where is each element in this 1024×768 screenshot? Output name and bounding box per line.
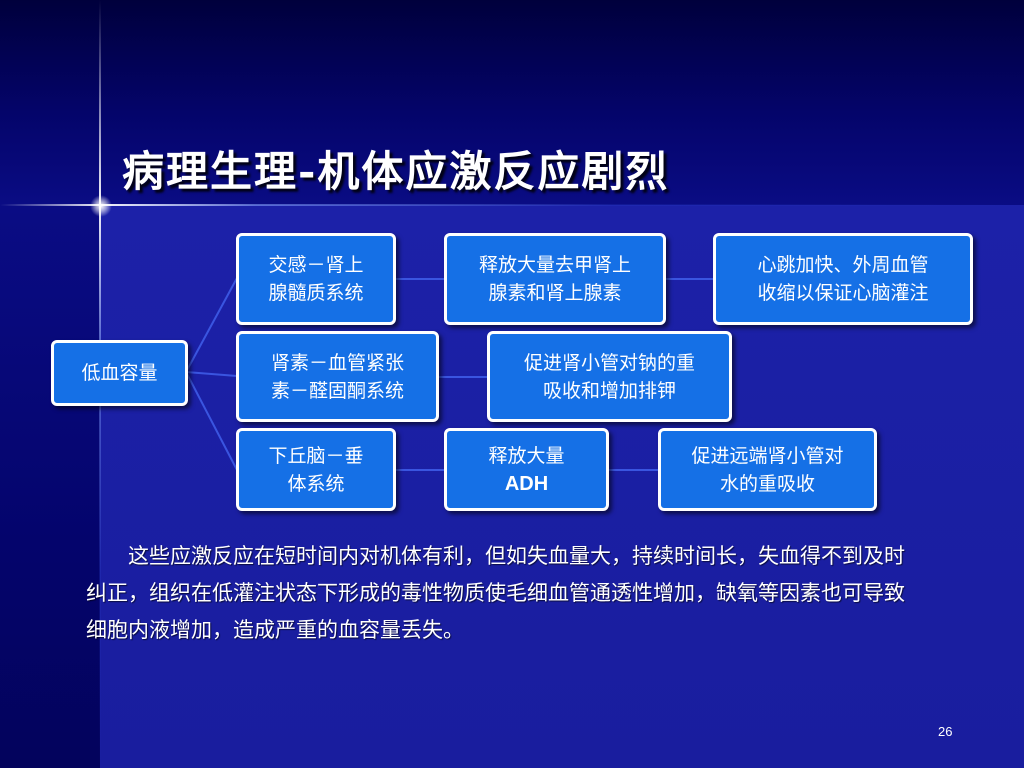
connector-root-branch-2 <box>185 371 238 377</box>
node-line: 下丘脑－垂 <box>268 444 364 467</box>
node-line: 水的重吸收 <box>719 472 815 495</box>
node-root-label: 低血容量 <box>81 362 158 384</box>
node-line: 释放大量去甲肾上 <box>478 254 631 276</box>
node-root-hypovolemia: 低血容量 <box>51 340 188 406</box>
left-band-background <box>0 205 100 768</box>
node-line: 促进远端肾小管对 <box>691 444 844 467</box>
connector-root-branch-1 <box>185 277 238 373</box>
header-background <box>0 0 1024 205</box>
node-renin-angiotensin-system: 肾素－血管紧张 素－醛固酮系统 <box>236 331 439 422</box>
node-sodium-reabsorption: 促进肾小管对钠的重 吸收和增加排钾 <box>487 331 732 422</box>
node-line: ADH <box>504 472 549 495</box>
node-line: 促进肾小管对钠的重 <box>523 351 695 374</box>
node-line: 心跳加快、外周血管 <box>757 254 929 276</box>
node-hypothalamus-pituitary-system: 下丘脑－垂 体系统 <box>236 428 396 511</box>
node-line: 素－醛固酮系统 <box>270 379 404 402</box>
node-sympathetic-adrenal-system: 交感－肾上 腺髓质系统 <box>236 233 396 325</box>
horizontal-light-line <box>0 204 1024 206</box>
node-release-adh: 释放大量 ADH <box>444 428 609 511</box>
page-number: 26 <box>938 724 953 739</box>
connector-root-branch-3 <box>185 371 238 471</box>
node-water-reabsorption: 促进远端肾小管对 水的重吸收 <box>658 428 877 511</box>
node-heart-rate-vasoconstriction: 心跳加快、外周血管 收缩以保证心脑灌注 <box>713 233 973 325</box>
node-release-catecholamines: 释放大量去甲肾上 腺素和肾上腺素 <box>444 233 666 325</box>
node-line: 腺髓质系统 <box>268 282 364 304</box>
node-line: 腺素和肾上腺素 <box>488 282 622 304</box>
slide-title: 病理生理-机体应激反应剧烈 <box>122 147 670 196</box>
explanation-paragraph: 这些应激反应在短时间内对机体有利，但如失血量大，持续时间长，失血得不到及时纠正，… <box>86 544 905 642</box>
node-line: 交感－肾上 <box>268 254 364 276</box>
light-flare-icon <box>90 195 112 217</box>
node-line: 肾素－血管紧张 <box>270 351 404 374</box>
node-line: 吸收和增加排钾 <box>542 379 676 402</box>
node-line: 收缩以保证心脑灌注 <box>757 282 929 304</box>
node-line: 体系统 <box>287 472 345 495</box>
node-line: 释放大量 <box>488 444 565 467</box>
